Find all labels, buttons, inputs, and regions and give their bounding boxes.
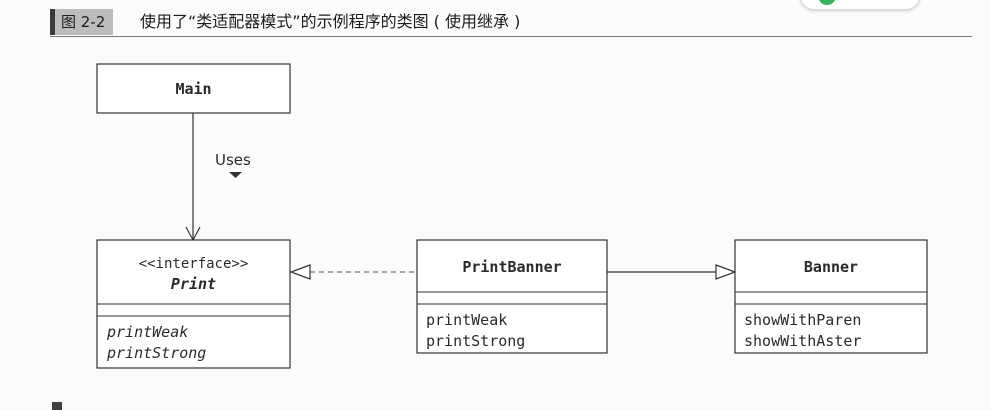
class-print-banner-method: printStrong [426, 332, 525, 350]
class-banner-method: showWithAster [744, 332, 861, 350]
realization-arrowhead-icon [289, 264, 311, 280]
class-print-banner-method: printWeak [426, 311, 507, 329]
uses-direction-triangle-icon [229, 172, 242, 178]
class-print-stereotype: <<interface>> [139, 256, 249, 272]
figure-title: 使用了“类适配器模式”的示例程序的类图 ( 使用继承 ) [140, 12, 521, 31]
class-main-name: Main [175, 80, 211, 98]
title-underline [50, 36, 972, 37]
class-banner: Banner showWithParen showWithAster [734, 239, 928, 354]
class-print-method: printStrong [106, 344, 206, 362]
class-print: <<interface>> Print printWeak printStron… [96, 239, 291, 369]
inheritance-generalization [607, 264, 737, 280]
class-print-name: Print [171, 275, 216, 293]
class-banner-name: Banner [804, 258, 858, 276]
section-marker [52, 402, 62, 410]
class-main: Main [96, 63, 291, 114]
uses-label: Uses [215, 151, 251, 169]
class-print-banner-name: PrintBanner [462, 258, 561, 276]
figure-number-tag: 图 2-2 [50, 9, 114, 35]
class-print-method: printWeak [106, 323, 188, 341]
class-print-banner-box [416, 239, 608, 354]
class-banner-method: showWithParen [744, 311, 861, 329]
generalization-arrowhead-icon [715, 264, 737, 280]
status-dot-icon [818, 0, 836, 5]
class-print-banner: PrintBanner printWeak printStrong [416, 239, 608, 354]
uses-association: Uses [185, 113, 251, 242]
class-main-box [96, 63, 291, 114]
class-banner-box [734, 239, 928, 354]
implements-realization [289, 264, 417, 280]
